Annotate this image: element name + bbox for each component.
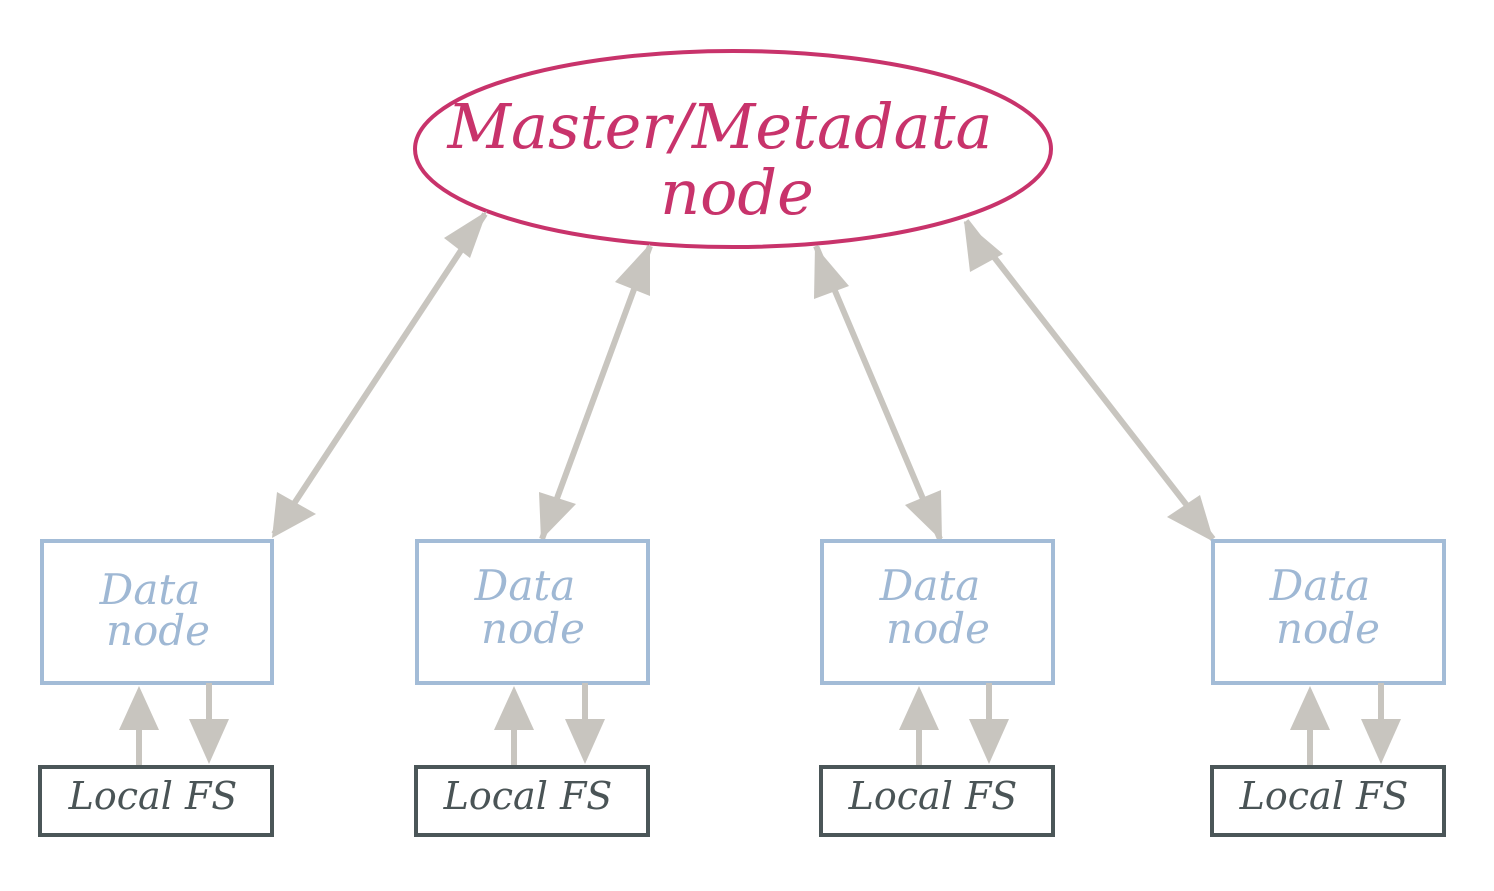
datanode-label-line1: Data bbox=[879, 561, 981, 610]
master-datanode-3-arrow bbox=[813, 244, 943, 541]
localfs-box bbox=[414, 765, 650, 837]
arrowhead-up-4 bbox=[964, 221, 1003, 272]
localfs-label: Local FS bbox=[443, 774, 613, 818]
master-node-label-line2: node bbox=[660, 156, 814, 229]
master-datanode-arrowheads bbox=[272, 211, 1214, 542]
datanode-box bbox=[820, 539, 1055, 685]
localfs-2-down-arrowhead bbox=[565, 719, 605, 764]
datanode-label-line2: node bbox=[106, 606, 210, 655]
datanode-label-line2: node bbox=[1276, 604, 1380, 653]
datanode-label-line2: node bbox=[886, 604, 990, 653]
localfs-4: Local FS bbox=[1210, 765, 1446, 837]
arrowhead-down-4 bbox=[1167, 495, 1214, 542]
datanode-4: Data node bbox=[1211, 539, 1446, 685]
localfs-box bbox=[819, 765, 1055, 837]
datanode-box bbox=[415, 539, 650, 685]
arrowhead-up-3 bbox=[814, 246, 849, 299]
localfs-box bbox=[38, 765, 274, 837]
localfs-4-up-arrowhead bbox=[1290, 686, 1330, 730]
datanode-label-line1: Data bbox=[474, 561, 576, 610]
localfs-label: Local FS bbox=[68, 774, 238, 818]
master-datanode-2-arrow bbox=[539, 244, 653, 541]
arrowhead-up-2 bbox=[615, 244, 650, 296]
localfs-box bbox=[1210, 765, 1446, 837]
arrowhead-down-2 bbox=[539, 492, 576, 540]
master-node: Master/Metadata node bbox=[413, 49, 1053, 249]
datanode-label-line2: node bbox=[481, 604, 585, 653]
datanode-localfs-arrowheads bbox=[119, 686, 1401, 764]
localfs-3-up-arrowhead bbox=[899, 686, 939, 730]
master-datanode-1-arrow bbox=[271, 212, 488, 536]
localfs-4-down-arrowhead bbox=[1361, 719, 1401, 764]
localfs-1-up-arrowhead bbox=[119, 686, 159, 730]
datanode-1: Data node bbox=[40, 539, 274, 685]
localfs-1-down-arrowhead bbox=[189, 719, 229, 764]
localfs-2: Local FS bbox=[414, 765, 650, 837]
master-node-ellipse bbox=[413, 49, 1053, 249]
arrowhead-down-1 bbox=[272, 492, 316, 538]
arrowhead-up-1 bbox=[444, 211, 487, 258]
localfs-label: Local FS bbox=[848, 774, 1018, 818]
localfs-3-down-arrowhead bbox=[969, 719, 1009, 764]
localfs-1: Local FS bbox=[38, 765, 274, 837]
datanode-label-line1: Data bbox=[1269, 561, 1371, 610]
localfs-label: Local FS bbox=[1239, 774, 1409, 818]
datanode-box bbox=[1211, 539, 1446, 685]
datanode-2: Data node bbox=[415, 539, 650, 685]
localfs-2-up-arrowhead bbox=[494, 686, 534, 730]
arrowhead-down-3 bbox=[905, 490, 942, 541]
datanode-localfs-connections bbox=[136, 683, 1384, 767]
localfs-3: Local FS bbox=[819, 765, 1055, 837]
master-node-label-line1: Master/Metadata bbox=[447, 90, 993, 163]
master-datanode-connections bbox=[271, 212, 1216, 541]
datanode-label-line1: Data bbox=[99, 565, 201, 614]
master-datanode-4-arrow bbox=[963, 219, 1216, 541]
datanode-3: Data node bbox=[820, 539, 1055, 685]
datanode-box bbox=[40, 539, 274, 685]
